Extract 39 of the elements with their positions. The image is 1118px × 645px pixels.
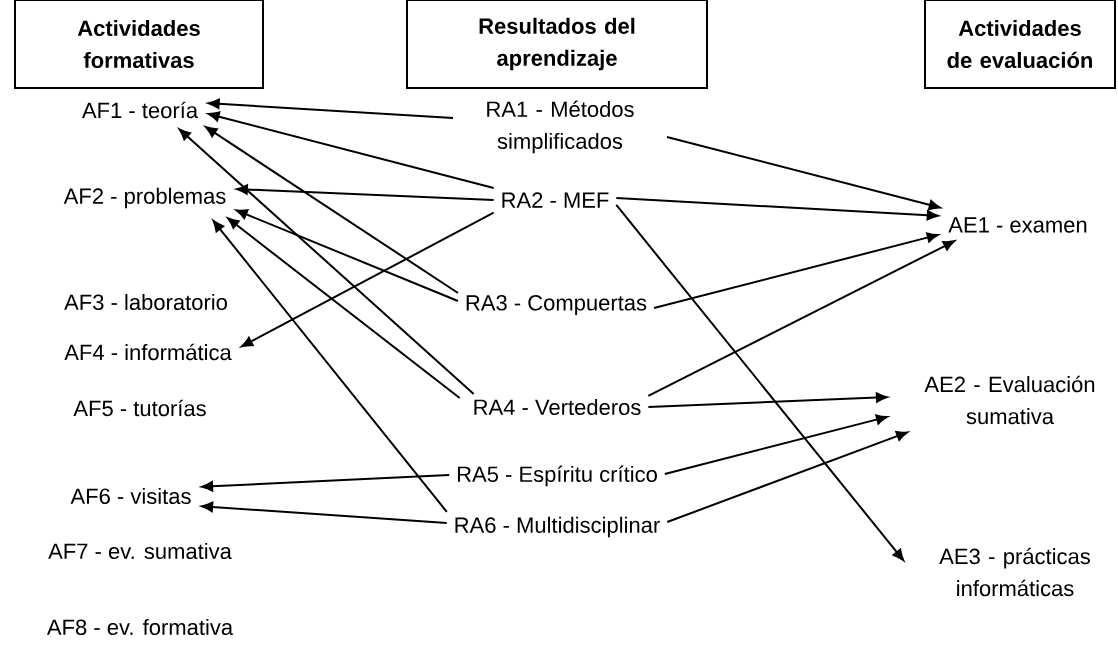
arrow xyxy=(615,204,905,562)
arrow xyxy=(235,209,459,302)
item-label: RA2 - MEF xyxy=(502,192,609,208)
item-label: RA6 - Multidisciplinar xyxy=(455,516,660,538)
item-label: AF4 - informática xyxy=(64,343,232,361)
item-label: RA3 - Compuertas xyxy=(466,295,647,315)
arrow xyxy=(615,197,939,221)
item-label: AF6 - visitas xyxy=(70,487,191,505)
header-box: Resultados del aprendizaje xyxy=(406,0,708,89)
arrow xyxy=(647,392,888,408)
item-label: AF3 - laboratorio xyxy=(64,293,227,311)
item-label: AF5 - tutorías xyxy=(73,399,206,417)
item-label: RA5 - Espíritu crítico xyxy=(457,465,657,487)
arrow xyxy=(663,414,888,475)
arrow xyxy=(236,184,495,201)
item-label: AF2 - problemas xyxy=(63,187,226,209)
item-label: RA1 - Métodos simplificados xyxy=(487,100,634,154)
arrow xyxy=(207,111,495,189)
arrow xyxy=(653,232,939,309)
item-label: AE3 - prácticas informáticas xyxy=(939,547,1090,597)
arrow xyxy=(201,474,451,492)
item-label: AF8 - ev. formativa xyxy=(46,618,234,636)
arrow xyxy=(241,211,495,348)
item-label: RA4 - Vertederos xyxy=(474,398,641,416)
header-box: Actividades de evaluación xyxy=(924,0,1116,89)
arrow xyxy=(227,217,461,399)
item-label: AF7 - ev. sumativa xyxy=(48,542,232,560)
arrow xyxy=(665,136,941,210)
header-box: Actividades formativas xyxy=(14,0,264,89)
item-label: AE1 - examen xyxy=(948,217,1087,233)
arrow xyxy=(205,126,459,294)
item-label: AF1 - teoría xyxy=(81,101,199,119)
arrow xyxy=(666,431,908,523)
item-label: AE2 - Evaluación sumativa xyxy=(924,375,1095,425)
arrow xyxy=(647,240,955,397)
arrow xyxy=(212,220,448,513)
arrow xyxy=(178,128,475,395)
arrow xyxy=(207,98,455,119)
arrow xyxy=(201,501,448,524)
